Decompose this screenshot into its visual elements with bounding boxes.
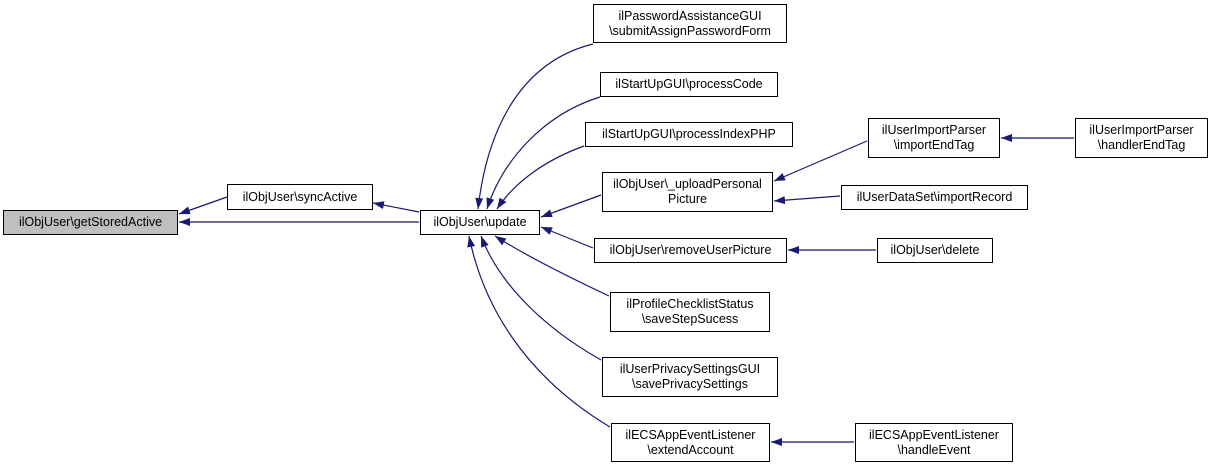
edge-syncActive-to-getStoredActive xyxy=(178,196,228,215)
edge-submitAssignPasswordForm-to-update xyxy=(475,43,594,210)
node-handlerEndTag[interactable]: ilUserImportParser \handlerEndTag xyxy=(1075,118,1208,158)
edge-update-to-syncActive xyxy=(372,201,420,213)
node-extendAccount[interactable]: ilECSAppEventListener \extendAccount xyxy=(611,423,770,462)
edge-extendAccount-to-update xyxy=(467,235,611,428)
node-processCode[interactable]: ilStartUpGUI\processCode xyxy=(600,72,778,97)
node-importRecord[interactable]: ilUserDataSet\importRecord xyxy=(841,185,1028,210)
node-handleEvent[interactable]: ilECSAppEventListener \handleEvent xyxy=(855,423,1013,462)
node-uploadPersonalPicture[interactable]: ilObjUser\_uploadPersonal Picture xyxy=(602,172,773,212)
edge-importRecord-to-uploadPersonalPicture xyxy=(773,195,841,205)
edge-processIndexPHP-to-update xyxy=(496,145,585,210)
node-removeUserPicture[interactable]: ilObjUser\removeUserPicture xyxy=(594,238,787,263)
node-update[interactable]: ilObjUser\update xyxy=(420,210,540,235)
edge-uploadPersonalPicture-to-update xyxy=(540,194,602,218)
edge-processCode-to-update xyxy=(486,96,601,210)
edge-removeUserPicture-to-update xyxy=(540,226,594,249)
node-syncActive[interactable]: ilObjUser\syncActive xyxy=(227,184,373,210)
node-importEndTag[interactable]: ilUserImportParser \importEndTag xyxy=(868,118,1000,158)
edge-importEndTag-to-uploadPersonalPicture xyxy=(773,140,868,182)
node-processIndexPHP[interactable]: ilStartUpGUI\processIndexPHP xyxy=(585,122,793,147)
edge-savePrivacySettings-to-update xyxy=(480,235,602,361)
node-savePrivacySettings[interactable]: ilUserPrivacySettingsGUI \savePrivacySet… xyxy=(602,357,778,397)
edge-saveStepSucess-to-update xyxy=(494,235,610,297)
node-saveStepSucess[interactable]: ilProfileChecklistStatus \saveStepSucess xyxy=(610,292,770,332)
node-submitAssignPasswordForm[interactable]: ilPasswordAssistanceGUI \submitAssignPas… xyxy=(593,4,787,43)
node-delete[interactable]: ilObjUser\delete xyxy=(877,238,993,263)
node-getStoredActive: ilObjUser\getStoredActive xyxy=(3,210,178,235)
